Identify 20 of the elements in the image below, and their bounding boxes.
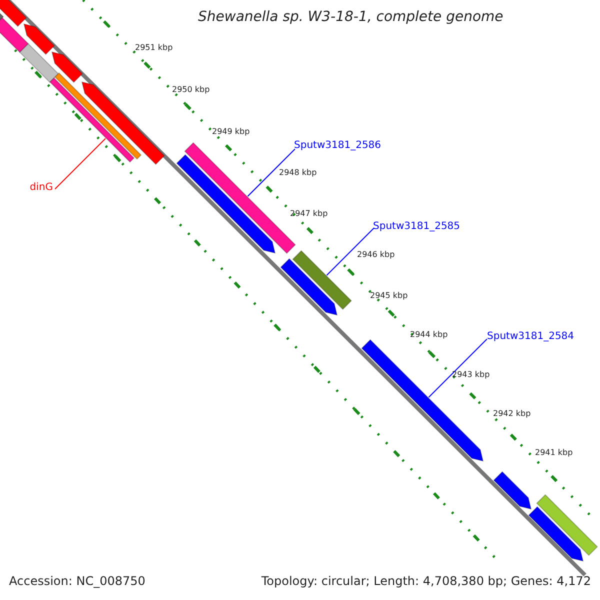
scale-label: 2941 kbp [535,448,573,457]
leader-line [247,148,296,197]
gene-label: Sputw3181_2586 [294,140,382,151]
leader-line [428,338,488,398]
scale-label: 2947 kbp [290,209,328,218]
gene-label: Sputw3181_2585 [373,221,460,232]
gene-label: dinG [30,182,53,193]
scale-label: 2943 kbp [452,370,490,379]
gene-block [292,250,352,310]
scale-label: 2948 kbp [279,168,317,177]
gene-label: Sputw3181_2584 [487,331,574,342]
footer-text: Accession: NC_008750 [9,574,146,588]
scale-label: 2942 kbp [493,409,531,418]
scale-label: 2945 kbp [370,291,408,300]
gene-block [49,77,135,163]
title: Shewanella sp. W3-18-1, complete genome [198,9,504,25]
scale-label: 2950 kbp [172,85,210,94]
leader-line [54,138,106,190]
leader-line [326,228,374,276]
footer-text: Topology: circular; Length: 4,708,380 bp; Genes: 4,172 [261,574,591,588]
